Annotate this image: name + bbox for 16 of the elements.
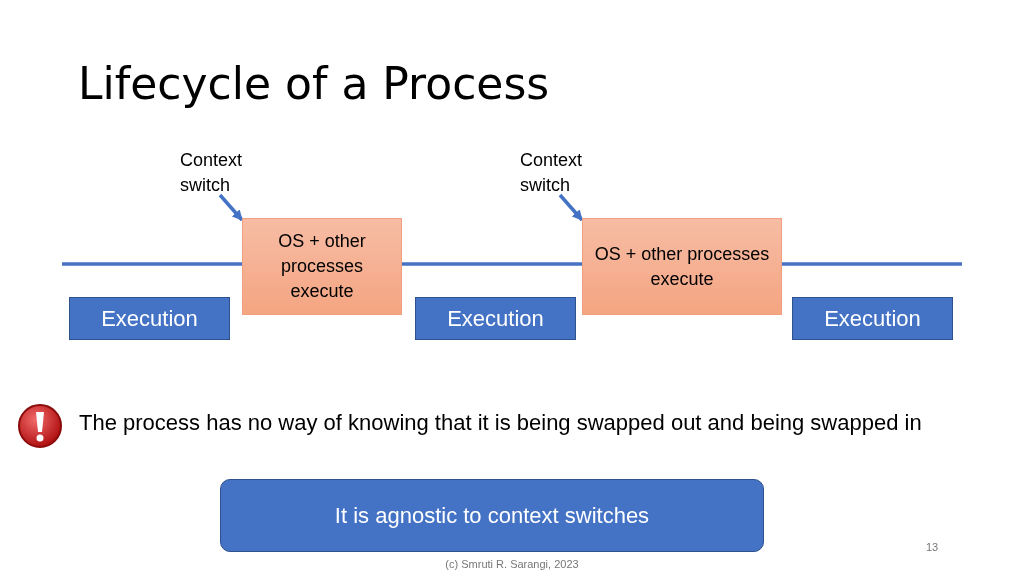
timeline-line — [402, 262, 582, 266]
timeline-line — [782, 262, 962, 266]
arrow — [218, 193, 244, 222]
summary-box: It is agnostic to context switches — [220, 479, 764, 552]
page-number: 13 — [926, 541, 939, 553]
callout-text: Context switch — [180, 148, 260, 198]
callout-text: Context switch — [520, 148, 600, 198]
warning-text: The process has no way of knowing that it is being swapped out and being swapped in — [79, 410, 922, 436]
process-box: OS + other processes execute — [582, 218, 782, 315]
slide-title: Lifecycle of a Process — [78, 58, 550, 109]
timeline-line — [62, 262, 242, 266]
arrow — [558, 193, 584, 222]
execution-box: Execution — [415, 297, 576, 340]
execution-box: Execution — [792, 297, 953, 340]
process-box: OS + other processes execute — [242, 218, 402, 315]
execution-box: Execution — [69, 297, 230, 340]
